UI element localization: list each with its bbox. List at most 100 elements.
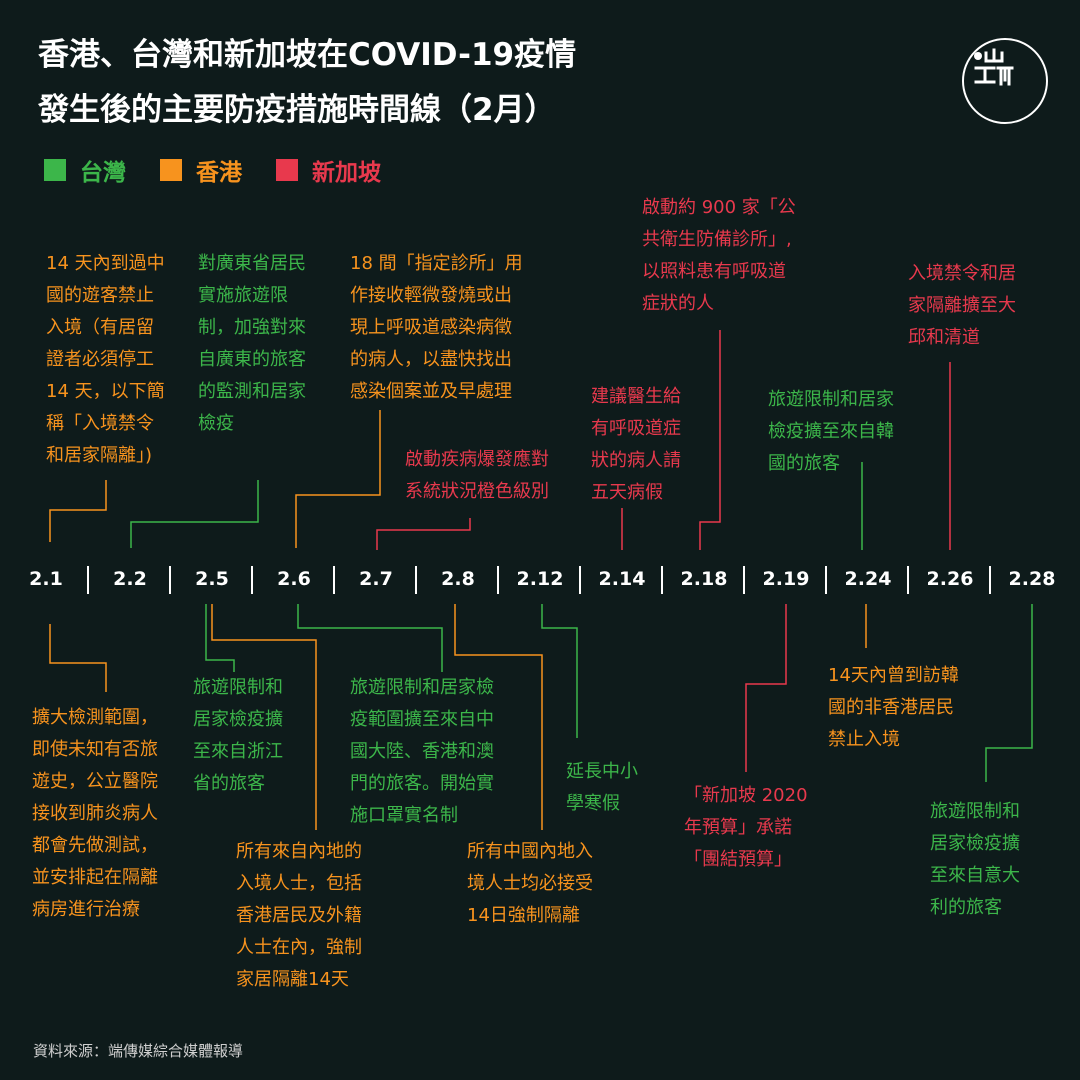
event-text-line: 共衛生防備診所」, bbox=[642, 229, 792, 250]
legend-label: 新加坡 bbox=[312, 160, 381, 186]
timeline-date: 2.7 bbox=[359, 568, 393, 590]
connector-line bbox=[211, 604, 317, 830]
event-text-line: 自廣東的旅客 bbox=[198, 349, 306, 370]
title-line-1: 香港、台灣和新加坡在COVID-19疫情 bbox=[38, 37, 577, 73]
event-events_above-2: 18 間「指定診所」用作接收輕微發燒或出現上呼吸道感染病徵的病人，以盡快找出感染… bbox=[350, 248, 523, 408]
connector-line bbox=[541, 604, 578, 738]
connector-line bbox=[130, 480, 259, 548]
timeline-date: 2.12 bbox=[516, 568, 564, 590]
page-title: 香港、台灣和新加坡在COVID-19疫情 發生後的主要防疫措施時間線（2月） bbox=[38, 28, 918, 138]
event-text-line: 「新加坡 2020 bbox=[684, 785, 808, 806]
event-text-line: 延長中小 bbox=[566, 761, 638, 782]
event-events_below-7: 14天內曾到訪韓國的非香港居民禁止入境 bbox=[828, 660, 959, 756]
event-text-line: 擴大檢測範圍， bbox=[32, 707, 158, 728]
event-text-line: 系統狀況橙色級別 bbox=[405, 481, 549, 502]
event-text-line: 現上呼吸道感染病徵 bbox=[350, 317, 512, 338]
connector-line bbox=[699, 330, 721, 550]
event-text-line: 即使未知有否旅 bbox=[32, 739, 158, 760]
connector-line bbox=[376, 518, 471, 550]
event-text-line: 14 天內到過中 bbox=[46, 253, 165, 274]
event-text-line: 入境（有居留 bbox=[46, 317, 154, 338]
timeline-separator bbox=[579, 566, 581, 594]
event-text-line: 香港居民及外籍 bbox=[236, 905, 362, 926]
timeline-separator bbox=[169, 566, 171, 594]
event-events_above-4: 建議醫生給有呼吸道症狀的病人請五天病假 bbox=[591, 381, 681, 509]
event-text-line: 遊史，公立醫院 bbox=[32, 771, 158, 792]
event-text-line: 至來自浙江 bbox=[193, 741, 283, 762]
event-text-line: 國大陸、香港和澳 bbox=[350, 741, 494, 762]
event-text-line: 14天內曾到訪韓 bbox=[828, 665, 959, 686]
event-text-line: 建議醫生給 bbox=[591, 386, 681, 407]
event-text-line: 14 天，以下簡 bbox=[46, 381, 165, 402]
event-events_below-2: 所有來自內地的入境人士，包括香港居民及外籍人士在內，強制家居隔離14天 bbox=[236, 836, 362, 996]
event-text-line: 啟動疾病爆發應對 bbox=[405, 449, 549, 470]
event-text-line: 的監測和居家 bbox=[198, 381, 306, 402]
event-text-line: 都會先做測試， bbox=[32, 835, 158, 856]
event-text-line: 人士在內，強制 bbox=[236, 937, 362, 958]
event-text-line: 作接收輕微發燒或出 bbox=[350, 285, 512, 306]
timeline-separator bbox=[989, 566, 991, 594]
source-note: 資料來源：端傳媒綜合媒體報導 bbox=[33, 1042, 244, 1060]
event-text-line: 的病人，以盡快找出 bbox=[350, 349, 512, 370]
connector-line bbox=[295, 410, 381, 548]
timeline-date: 2.5 bbox=[195, 568, 229, 590]
event-events_below-3: 旅遊限制和居家檢疫範圍擴至來自中國大陸、香港和澳門的旅客。開始實施口罩實名制 bbox=[350, 672, 494, 832]
event-text-line: 18 間「指定診所」用 bbox=[350, 253, 523, 274]
event-events_below-0: 擴大檢測範圍，即使未知有否旅遊史，公立醫院接收到肺炎病人都會先做測試，並安排起在… bbox=[32, 702, 158, 926]
legend-swatch bbox=[44, 159, 66, 181]
event-text-line: 施口罩實名制 bbox=[350, 805, 458, 826]
event-text-line: 國的旅客 bbox=[768, 453, 840, 474]
timeline-date: 2.6 bbox=[277, 568, 311, 590]
event-events_below-5: 延長中小學寒假 bbox=[566, 756, 638, 820]
event-events_above-6: 旅遊限制和居家檢疫擴至來自韓國的旅客 bbox=[768, 384, 894, 480]
legend-item-2: 新加坡 bbox=[276, 153, 381, 187]
connector-line bbox=[49, 624, 107, 692]
timeline-date: 2.19 bbox=[762, 568, 810, 590]
legend-item-0: 台灣 bbox=[44, 153, 126, 187]
event-text-line: 證者必須停工 bbox=[46, 349, 154, 370]
event-text-line: 感染個案並及早處理 bbox=[350, 381, 512, 402]
event-text-line: 14日強制隔離 bbox=[467, 905, 580, 926]
timeline-date: 2.28 bbox=[1008, 568, 1056, 590]
connector-line bbox=[205, 604, 235, 672]
event-text-line: 五天病假 bbox=[591, 482, 663, 503]
event-text-line: 年預算」承諾 bbox=[684, 817, 792, 838]
timeline-date: 2.24 bbox=[844, 568, 892, 590]
event-text-line: 「團結預算」 bbox=[684, 849, 792, 870]
event-text-line: 檢疫 bbox=[198, 413, 234, 434]
timeline-separator bbox=[333, 566, 335, 594]
event-text-line: 檢疫擴至來自韓 bbox=[768, 421, 894, 442]
timeline-separator bbox=[251, 566, 253, 594]
event-events_below-1: 旅遊限制和居家檢疫擴至來自浙江省的旅客 bbox=[193, 672, 283, 800]
event-text-line: 實施旅遊限 bbox=[198, 285, 288, 306]
event-text-line: 門的旅客。開始實 bbox=[350, 773, 494, 794]
event-text-line: 所有來自內地的 bbox=[236, 841, 362, 862]
timeline-separator bbox=[825, 566, 827, 594]
event-events_above-7: 入境禁令和居家隔離擴至大邱和清道 bbox=[908, 258, 1016, 354]
connector-line bbox=[454, 604, 543, 830]
event-events_above-3: 啟動疾病爆發應對系統狀況橙色級別 bbox=[405, 444, 549, 508]
event-events_above-5: 啟動約 900 家「公共衛生防備診所」,以照料患有呼吸道症狀的人 bbox=[642, 192, 796, 320]
event-text-line: 居家檢疫擴 bbox=[930, 833, 1020, 854]
event-text-line: 稱「入境禁令 bbox=[46, 413, 154, 434]
event-text-line: 國的非香港居民 bbox=[828, 697, 954, 718]
event-text-line: 利的旅客 bbox=[930, 897, 1002, 918]
event-text-line: 所有中國內地入 bbox=[467, 841, 593, 862]
connector-line bbox=[985, 604, 1033, 782]
event-text-line: 並安排起在隔離 bbox=[32, 867, 158, 888]
event-text-line: 制，加強對來 bbox=[198, 317, 306, 338]
event-text-line: 以照料患有呼吸道 bbox=[642, 261, 786, 282]
timeline-date: 2.2 bbox=[113, 568, 147, 590]
event-text-line: 邱和清道 bbox=[908, 327, 980, 348]
event-text-line: 禁止入境 bbox=[828, 729, 900, 750]
event-text-line: 省的旅客 bbox=[193, 773, 265, 794]
event-text-line: 學寒假 bbox=[566, 793, 620, 814]
timeline-date: 2.18 bbox=[680, 568, 728, 590]
event-text-line: 狀的病人請 bbox=[591, 450, 681, 471]
timeline-separator bbox=[907, 566, 909, 594]
event-text-line: 旅遊限制和 bbox=[193, 677, 283, 698]
timeline-separator bbox=[743, 566, 745, 594]
event-text-line: 有呼吸道症 bbox=[591, 418, 681, 439]
event-text-line: 對廣東省居民 bbox=[198, 253, 306, 274]
